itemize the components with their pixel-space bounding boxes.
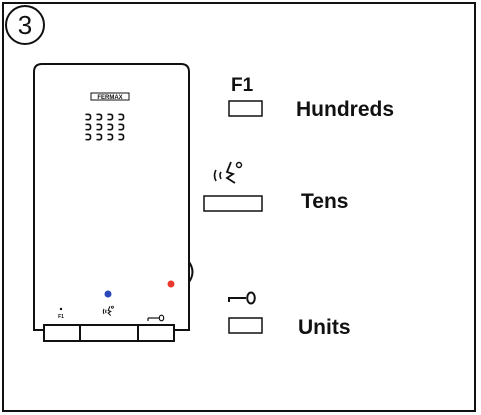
device-key-icon: [147, 314, 165, 322]
f1-label: F1: [231, 75, 254, 96]
key-icon: [228, 291, 256, 305]
intercom-button[interactable]: [79, 324, 139, 342]
units-label: Units: [298, 316, 351, 339]
step-number-badge: 3: [5, 5, 45, 45]
grille-hole: [107, 123, 114, 131]
grille-hole: [96, 133, 103, 141]
grille-hole: [85, 113, 92, 121]
grille-hole: [85, 123, 92, 131]
tens-key[interactable]: [203, 195, 263, 212]
door-release-button[interactable]: [137, 324, 175, 342]
button-strip: [34, 324, 189, 342]
grille-hole: [107, 133, 114, 141]
units-key[interactable]: [228, 317, 263, 334]
grille-hole: [107, 113, 114, 121]
f1-button[interactable]: [43, 324, 81, 342]
grille-hole: [96, 123, 103, 131]
device-f1-mark: F1: [58, 307, 64, 320]
svg-text:FERMAX: FERMAX: [97, 95, 122, 101]
grille-hole: [85, 133, 92, 141]
hundreds-key[interactable]: [228, 100, 263, 117]
grille-hole: [118, 123, 125, 131]
intercom-icon: [213, 161, 243, 184]
monitor-body: [33, 63, 194, 331]
grille-hole: [118, 113, 125, 121]
hundreds-label: Hundreds: [296, 98, 395, 121]
red-led: [167, 280, 175, 288]
grille-hole: [96, 113, 103, 121]
device-intercom-icon: [102, 305, 114, 316]
tens-label: Tens: [301, 190, 349, 213]
blue-led: [104, 290, 112, 298]
fermax-logo: FERMAX: [90, 92, 130, 101]
speaker-grille: [85, 113, 125, 141]
svg-text:F1: F1: [58, 314, 64, 320]
grille-hole: [118, 133, 125, 141]
diagram-panel: [2, 2, 476, 412]
